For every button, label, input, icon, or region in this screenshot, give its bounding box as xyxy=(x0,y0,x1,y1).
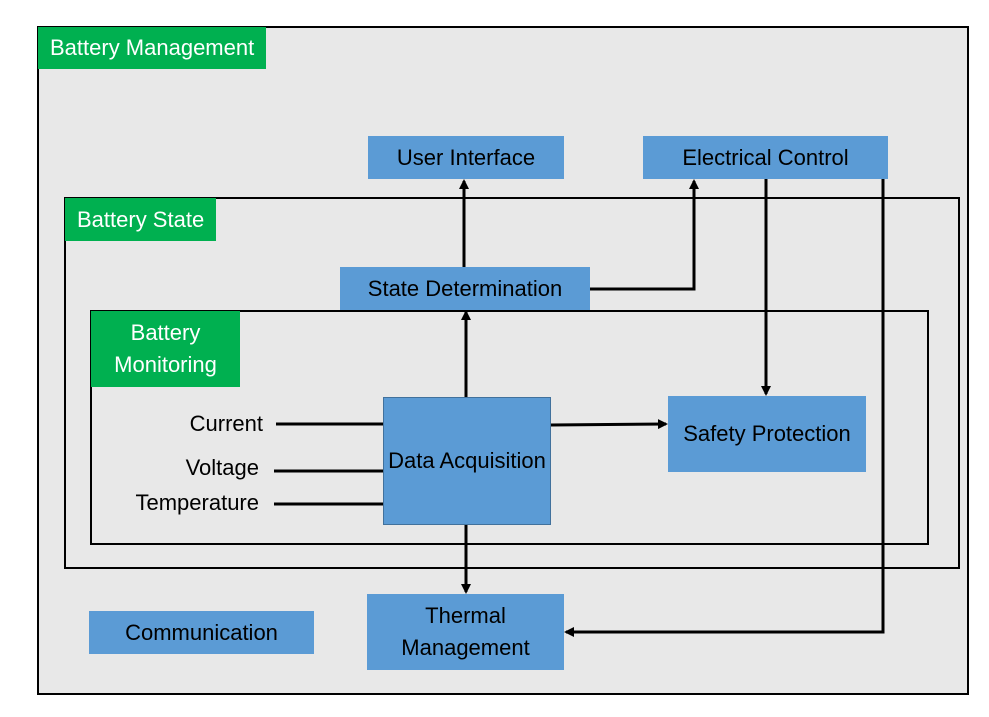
safety-protection-block: Safety Protection xyxy=(668,396,866,472)
battery-management-title: Battery Management xyxy=(38,27,267,69)
state-determination-block: State Determination xyxy=(340,267,590,310)
electrical-control-block: Electrical Control xyxy=(643,136,888,179)
input-label-current: Current xyxy=(189,411,263,436)
input-label-voltage: Voltage xyxy=(185,455,259,480)
thermal-management-block: Thermal Management xyxy=(367,594,564,670)
user-interface-block: User Interface xyxy=(368,136,564,179)
battery-state-frame xyxy=(64,197,960,569)
input-label-temperature: Temperature xyxy=(135,490,259,515)
data-acquisition-block: Data Acquisition xyxy=(383,397,551,525)
battery-monitoring-title: Battery Monitoring xyxy=(91,311,240,387)
battery-state-title: Battery State xyxy=(65,198,217,241)
battery-monitoring-frame xyxy=(90,310,929,545)
communication-block: Communication xyxy=(89,611,314,654)
